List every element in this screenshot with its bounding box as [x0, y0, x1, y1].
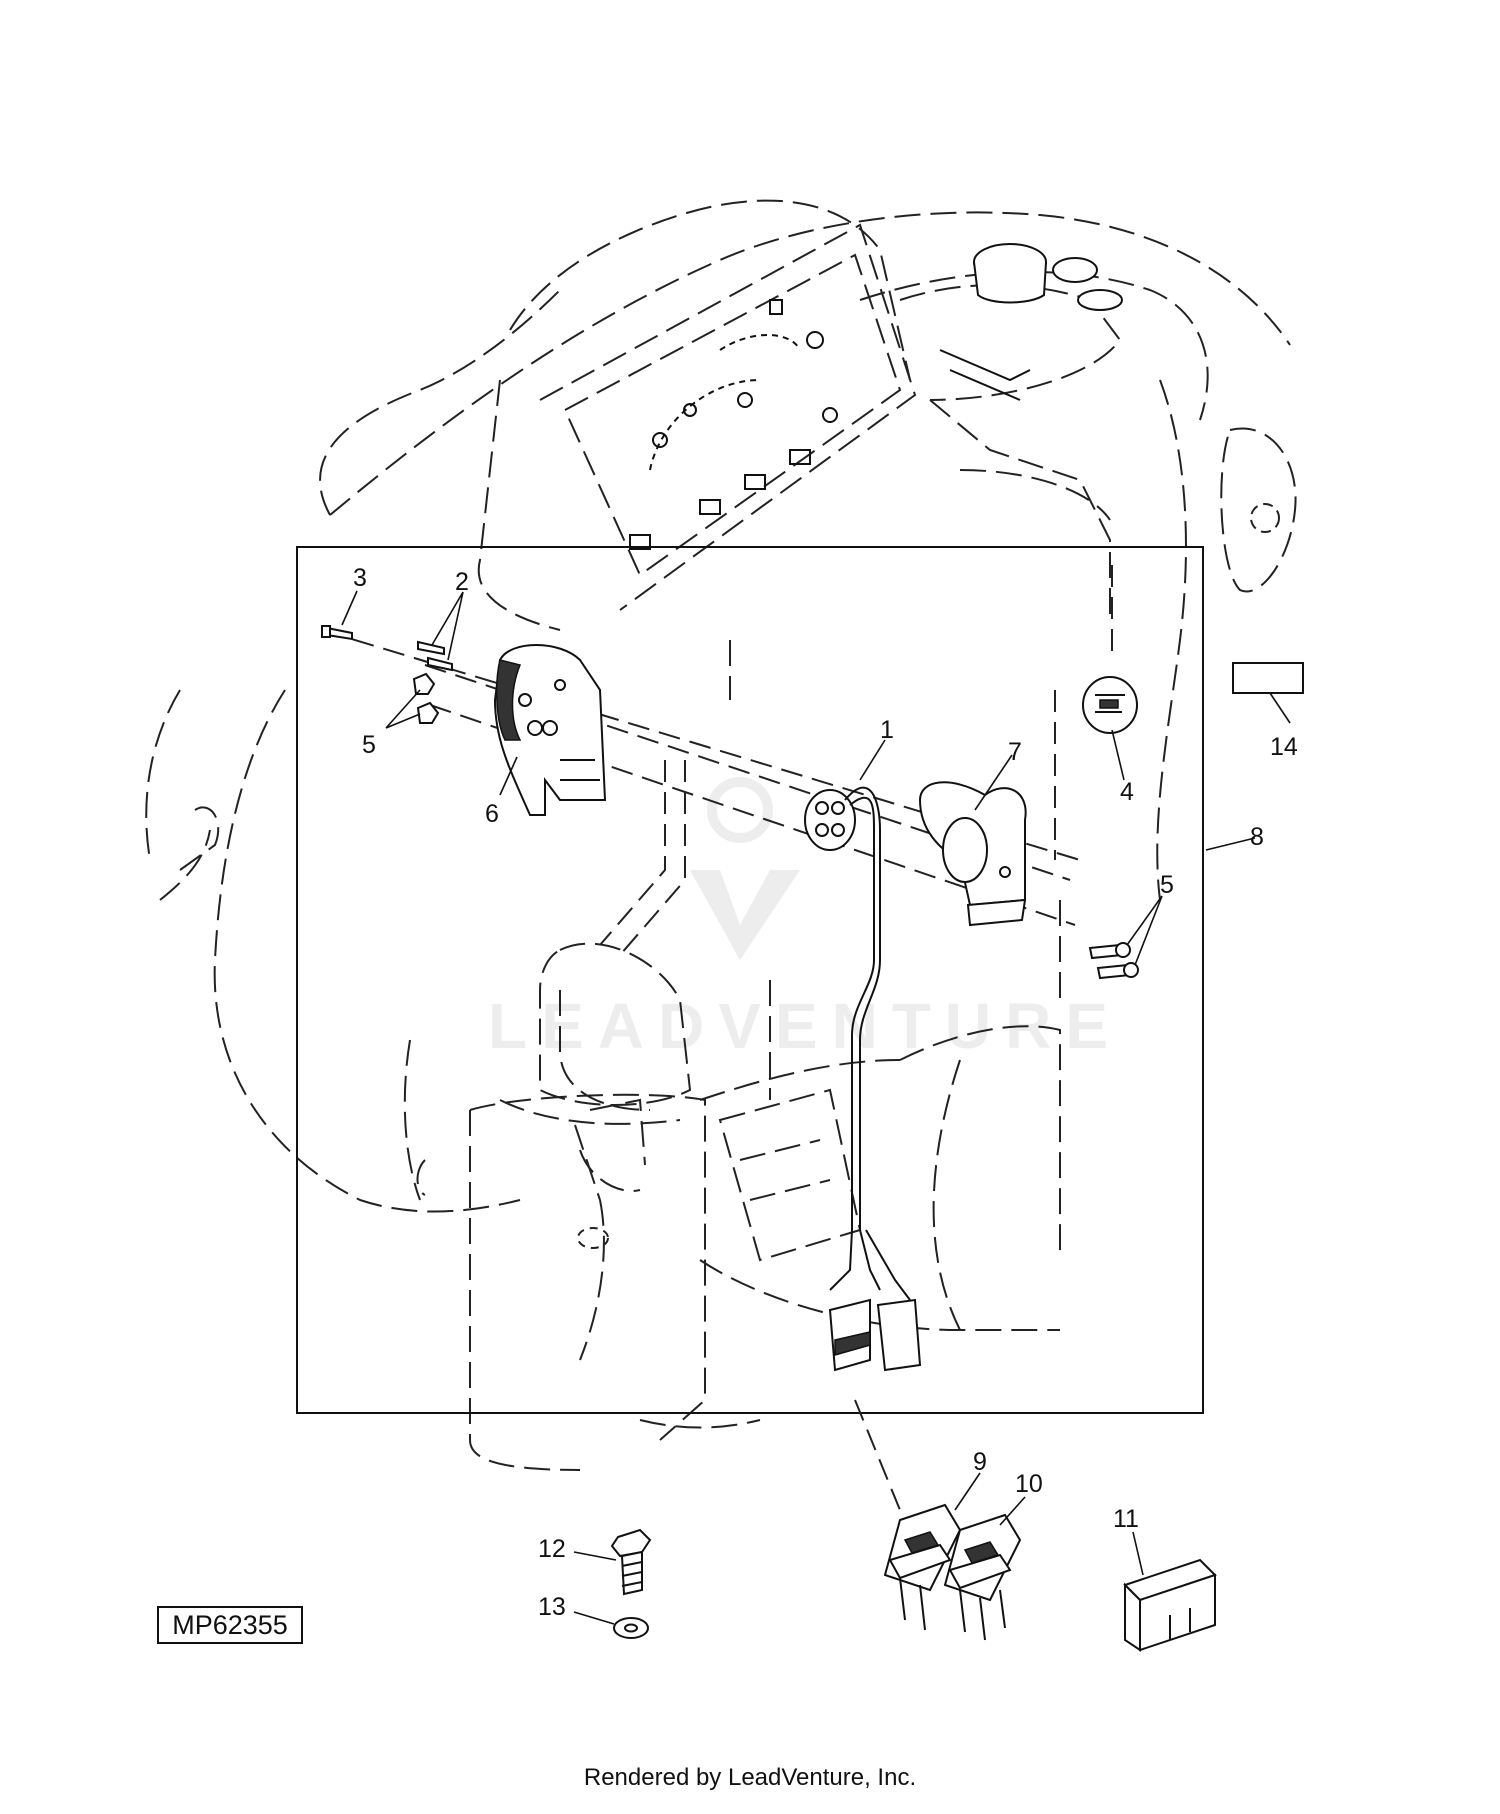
callout-12: 12 — [538, 1535, 566, 1563]
callout-5-right: 5 — [1160, 871, 1174, 899]
callout-1: 1 — [880, 716, 894, 744]
callout-11: 11 — [1113, 1505, 1139, 1533]
callout-3: 3 — [353, 564, 367, 592]
callout-2: 2 — [455, 568, 469, 596]
part-13-washer — [613, 1617, 649, 1639]
part-2-screws — [417, 640, 453, 672]
kit-boundary-box — [296, 546, 1204, 1414]
tractor-outline — [145, 199, 1297, 1471]
leadventure-watermark: LEADVENTURE — [488, 777, 1122, 1062]
callout-10: 10 — [1015, 1470, 1043, 1498]
callout-13: 13 — [538, 1593, 566, 1621]
part-7-console-cover — [918, 781, 1027, 927]
part-4-knob — [1082, 676, 1138, 734]
rendered-by-footer: Rendered by LeadVenture, Inc. — [583, 1764, 917, 1791]
part-14-reference-box — [1232, 662, 1304, 694]
part-9-rocker-switch — [883, 1503, 962, 1631]
leader-lines — [341, 590, 1291, 1625]
drawing-number-label: MP62355 — [157, 1606, 303, 1644]
callout-7: 7 — [1008, 738, 1022, 766]
callout-6: 6 — [485, 800, 499, 828]
part-3-pin — [321, 625, 353, 641]
part-6-joystick-bracket — [493, 644, 607, 816]
part-5-screws-right — [1088, 942, 1139, 980]
watermark-text: LEADVENTURE — [488, 990, 1122, 1062]
part-10-rocker-switch — [943, 1513, 1022, 1641]
part-12-bolt — [610, 1528, 652, 1596]
callout-labels: 3 2 5 6 1 7 4 8 5 14 9 10 11 12 13 — [353, 564, 1298, 1621]
instrument-cluster-detail — [629, 243, 1123, 550]
part-11-blank-plug — [1123, 1558, 1217, 1652]
callout-5-left: 5 — [362, 731, 376, 759]
joystick-boot — [499, 760, 692, 1249]
callout-14: 14 — [1270, 733, 1298, 761]
part-1-wiring-harness — [804, 786, 922, 1372]
callout-9: 9 — [973, 1448, 987, 1476]
callout-4: 4 — [1120, 778, 1134, 806]
callout-8: 8 — [1250, 823, 1264, 851]
part-5-nuts-left — [412, 672, 440, 724]
